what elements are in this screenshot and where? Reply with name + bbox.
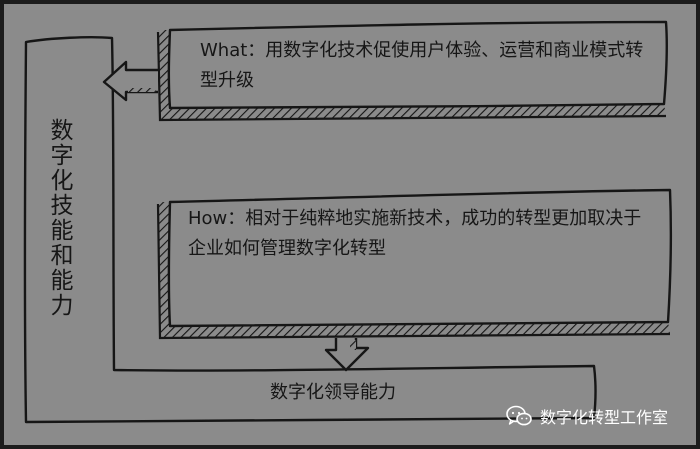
bottom-bar-label: 数字化领导能力 xyxy=(270,382,396,403)
how-box-outline xyxy=(167,188,673,328)
watermark-text: 数字化转型工作室 xyxy=(540,408,669,427)
how-box-shadow-edge xyxy=(156,203,671,340)
how-box-hatch xyxy=(158,202,670,338)
what-box-outline xyxy=(167,20,669,110)
what-box-text: What：用数字化技术促使用户体验、运营和商业模式转型升级 xyxy=(200,40,644,91)
how-box-text: How：相对于纯粹地实施新技术，成功的转型更加取决于企业如何管理数字化转型 xyxy=(188,208,642,259)
what-arrow-hatch xyxy=(128,88,156,92)
l-shape-outline xyxy=(23,36,597,424)
what-box-hatch xyxy=(158,30,666,120)
how-arrow xyxy=(324,338,370,372)
wechat-icon xyxy=(506,405,532,426)
what-box-shadow-edge xyxy=(156,31,667,122)
watermark: 数字化转型工作室 xyxy=(506,404,668,428)
how-arrow-hatch xyxy=(350,340,356,350)
left-pillar-label: 数字化技能和能力 xyxy=(46,118,72,318)
